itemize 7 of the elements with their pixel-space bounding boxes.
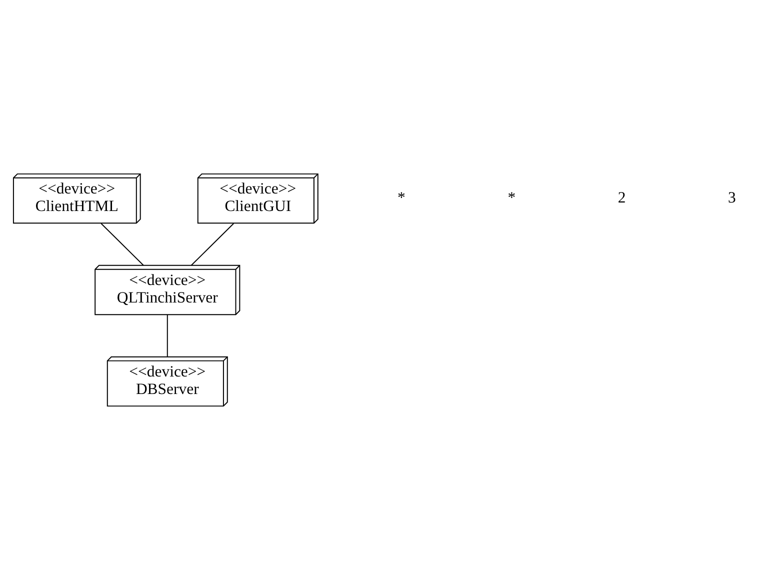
connector [100,222,144,266]
label: 3 [728,188,736,206]
label: * [508,188,516,206]
label: 2 [618,188,626,206]
connector [166,314,168,357]
label: * [398,188,406,206]
connector [190,222,234,266]
